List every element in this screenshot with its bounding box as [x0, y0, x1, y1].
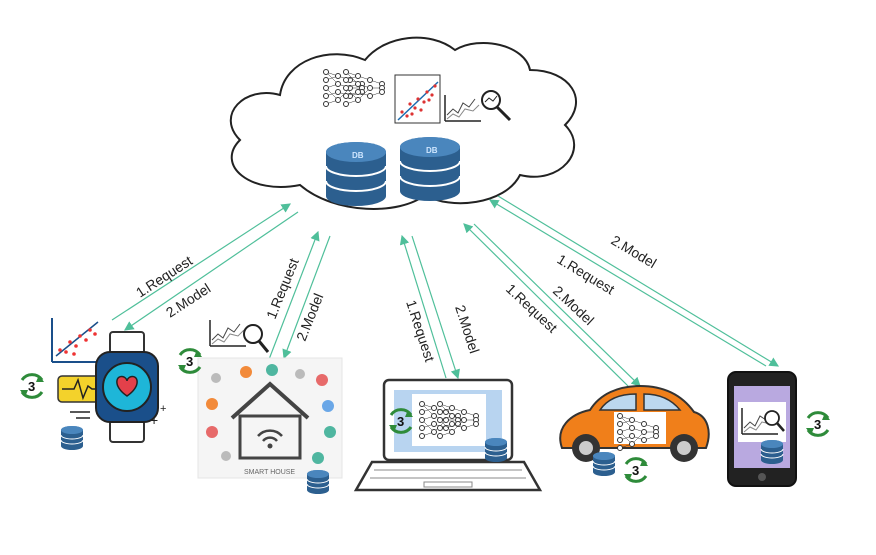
arrows [111, 195, 780, 387]
svg-text:+: + [160, 403, 166, 415]
svg-text:3: 3 [814, 417, 821, 432]
arrow-car-request [463, 223, 629, 387]
watch-database-icon [60, 425, 84, 451]
arrow-watch-model [124, 211, 299, 331]
car-cycle-icon: 3 [622, 457, 650, 483]
label-car-request: 1.Request [503, 280, 561, 335]
house-database-icon [306, 469, 330, 495]
svg-text:3: 3 [397, 414, 404, 429]
watch-cycle-icon: 3 [18, 373, 46, 399]
laptop-database-icon [484, 437, 508, 463]
svg-text:3: 3 [186, 354, 193, 369]
house-roof-icon [230, 381, 310, 420]
arrow-car-model [473, 223, 641, 387]
label-phone-model: 2.Model [608, 232, 659, 271]
arrow-laptop-model [411, 235, 460, 380]
arrow-house-model [282, 235, 331, 360]
house-analytics-icon [209, 319, 270, 353]
label-laptop-model: 2.Model [452, 303, 483, 355]
arrow-watch-request [111, 203, 292, 321]
house-cycle-icon: 3 [176, 348, 204, 374]
wifi-icon [257, 429, 283, 437]
car-database-icon [592, 451, 616, 477]
device-laptop: 3 [353, 378, 543, 492]
label-watch-model: 2.Model [163, 280, 213, 321]
device-smartphone: 3 [727, 371, 832, 487]
label-laptop-request: 1.Request [403, 298, 438, 364]
svg-text:3: 3 [632, 463, 639, 478]
phone-database-icon [760, 439, 784, 465]
db-label-1: DB [352, 151, 364, 160]
svg-text:+: + [150, 412, 158, 428]
arrow-house-request [267, 230, 320, 363]
watch-scatter-chart-icon [51, 318, 100, 363]
phone-cycle-icon: 3 [804, 411, 832, 437]
smart-house-caption: SMART HOUSE [244, 469, 295, 476]
device-smartwatch: + + 3 [18, 318, 166, 451]
arrow-phone-model [497, 195, 780, 367]
label-house-model: 2.Model [293, 291, 326, 343]
cloud-database-2: DB [399, 136, 461, 202]
db-label-2: DB [426, 146, 438, 155]
device-car: 3 [559, 384, 710, 483]
cloud-database-1: DB [325, 141, 387, 207]
arrow-laptop-request [399, 234, 447, 379]
device-smart-house: SMART HOUSE 3 [176, 319, 343, 495]
arrow-phone-request [488, 199, 767, 367]
heart-icon [116, 375, 138, 397]
cloud-scatter-chart-icon [394, 74, 441, 124]
svg-text:3: 3 [28, 379, 35, 394]
cloud-analytics-magnifier-icon [444, 90, 512, 122]
laptop-cycle-icon: 3 [387, 408, 415, 434]
